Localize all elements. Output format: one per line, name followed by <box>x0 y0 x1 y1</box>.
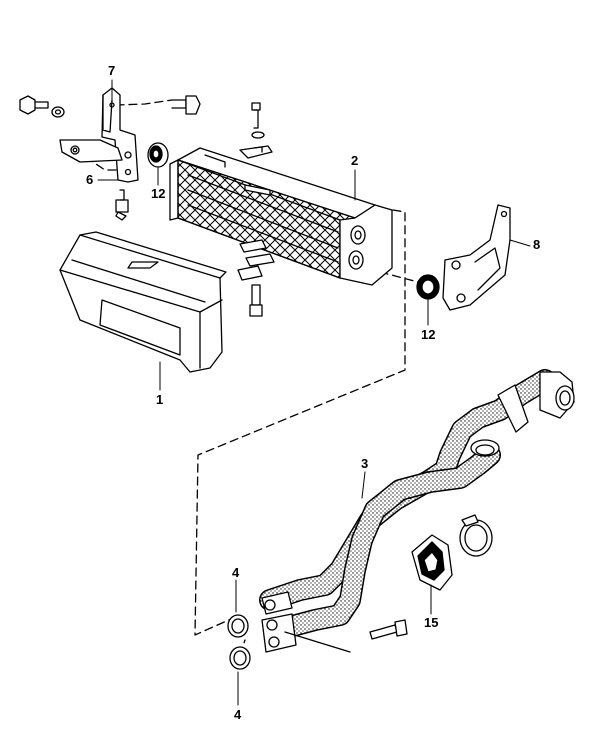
callout-leaders <box>97 79 531 706</box>
callout-4-lower: 4 <box>234 707 242 722</box>
bracket-8 <box>442 204 511 311</box>
callout-2: 2 <box>351 153 359 168</box>
clip-bottom <box>237 239 275 281</box>
callout-7: 7 <box>108 63 116 78</box>
hose-clamp <box>459 514 493 557</box>
bracket-7 <box>59 87 139 183</box>
callout-3: 3 <box>361 456 369 471</box>
callout-4-upper: 4 <box>232 565 240 580</box>
bolt-lower <box>115 189 129 221</box>
screw-top <box>251 102 265 139</box>
oil-cooler-2 <box>169 147 393 286</box>
bolt-hose <box>369 619 408 640</box>
grommet-12-lower <box>416 274 440 300</box>
callout-8: 8 <box>533 237 541 252</box>
bolt-left <box>19 95 65 118</box>
seal-rings-4 <box>227 614 251 670</box>
grommet-12-upper <box>147 142 169 168</box>
callout-12-upper: 12 <box>151 186 166 201</box>
callout-15: 15 <box>424 615 439 630</box>
air-duct-1 <box>59 231 227 373</box>
oil-hoses-3 <box>259 369 575 653</box>
grommet-15 <box>411 534 453 591</box>
bolt-upper-right <box>171 95 201 115</box>
callout-1: 1 <box>156 392 164 407</box>
callout-6: 6 <box>86 172 94 187</box>
screw-bottom <box>249 284 263 317</box>
callout-12-lower: 12 <box>421 327 436 342</box>
clip-top <box>239 145 273 159</box>
